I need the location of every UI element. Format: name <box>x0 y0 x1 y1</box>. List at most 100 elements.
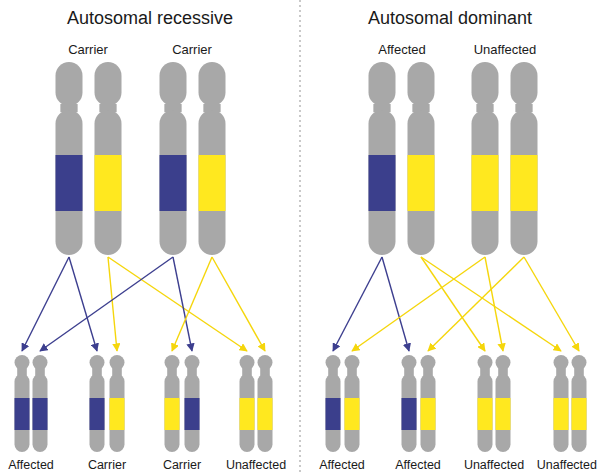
offspring-label: Unaffected <box>464 458 524 472</box>
chromosome-arm <box>472 110 499 255</box>
chromosome-arm <box>478 355 493 370</box>
chromosome-arm <box>472 62 499 106</box>
inheritance-arrow <box>40 257 173 351</box>
chromosome-arm <box>554 355 569 370</box>
chromosome-arm <box>56 110 83 255</box>
gene-band <box>56 155 83 211</box>
chromosome-arm <box>15 355 30 370</box>
gene-band <box>478 398 493 430</box>
chromosome-arm <box>56 62 83 106</box>
panel-title: Autosomal recessive <box>67 8 233 29</box>
chromosome <box>572 355 587 452</box>
chromosome-arm <box>258 374 273 452</box>
chromosome-arm <box>240 355 255 370</box>
inheritance-arrow <box>333 257 382 351</box>
gene-band <box>421 398 436 430</box>
offspring-label: Carrier <box>88 458 126 472</box>
chromosome-arm <box>15 374 30 452</box>
inheritance-arrow <box>69 257 97 351</box>
chromosome <box>240 355 255 452</box>
chromosome-arm <box>326 374 341 452</box>
gene-band <box>165 398 180 430</box>
parent-label: Carrier <box>172 43 212 58</box>
chromosome-arm <box>326 355 341 370</box>
chromosome <box>95 62 122 255</box>
chromosome-arm <box>185 374 200 452</box>
chromosome-arm <box>345 355 360 370</box>
chromosome-arm <box>199 62 226 106</box>
inheritance-arrow <box>173 257 192 351</box>
chromosome-arm <box>402 355 417 370</box>
chromosome-arm <box>258 355 273 370</box>
chromosome-arm <box>199 110 226 255</box>
parent-label: Unaffected <box>474 43 537 58</box>
chromosome <box>511 62 538 255</box>
gene-band <box>326 398 341 430</box>
chromosome <box>345 355 360 452</box>
chromosome-arm <box>160 110 187 255</box>
inheritance-arrow <box>485 257 503 351</box>
inheritance-arrow <box>421 257 561 351</box>
chromosome-arm <box>90 374 105 452</box>
gene-band <box>160 155 187 211</box>
chromosome-arm <box>165 355 180 370</box>
chromosome <box>165 355 180 452</box>
chromosome-arm <box>33 374 48 452</box>
offspring-label: Unaffected <box>537 458 597 472</box>
chromosome-arm <box>369 110 396 255</box>
chromosome <box>56 62 83 255</box>
chromosome-arm <box>90 355 105 370</box>
gene-band <box>110 398 125 430</box>
inheritance-arrow <box>212 257 265 351</box>
chromosome-arm <box>511 110 538 255</box>
gene-band <box>496 398 511 430</box>
inheritance-arrows <box>22 257 579 351</box>
chromosome <box>496 355 511 452</box>
chromosome-arm <box>402 374 417 452</box>
chromosome-arm <box>33 355 48 370</box>
chromosome <box>554 355 569 452</box>
chromosome-arm <box>421 374 436 452</box>
chromosome <box>478 355 493 452</box>
offspring-label: Carrier <box>163 458 201 472</box>
chromosome-arm <box>160 62 187 106</box>
panel-title: Autosomal dominant <box>368 8 532 29</box>
chromosome-arm <box>496 355 511 370</box>
gene-band <box>472 155 499 211</box>
gene-band <box>258 398 273 430</box>
offspring-label: Unaffected <box>226 458 286 472</box>
chromosome-arm <box>554 374 569 452</box>
inheritance-arrow <box>524 257 579 351</box>
chromosome-arm <box>95 62 122 106</box>
chromosome-arm <box>185 355 200 370</box>
chromosome-arm <box>110 374 125 452</box>
chromosome <box>160 62 187 255</box>
chromosome-arm <box>421 355 436 370</box>
chromosome-arm <box>408 110 435 255</box>
chromosome <box>369 62 396 255</box>
inheritance-arrow <box>428 257 524 351</box>
chromosome-arm <box>478 374 493 452</box>
chromosome <box>199 62 226 255</box>
chromosome <box>33 355 48 452</box>
gene-band <box>185 398 200 430</box>
chromosome <box>421 355 436 452</box>
parent-label: Affected <box>378 43 425 58</box>
gene-band <box>408 155 435 211</box>
inheritance-arrow <box>22 257 69 351</box>
chromosome <box>15 355 30 452</box>
gene-band <box>95 155 122 211</box>
gene-band <box>554 398 569 430</box>
chromosome <box>472 62 499 255</box>
gene-band <box>402 398 417 430</box>
inheritance-arrow <box>352 257 485 351</box>
chromosome-arm <box>511 62 538 106</box>
chromosome-arm <box>408 62 435 106</box>
chromosome <box>408 62 435 255</box>
chromosome-arm <box>496 374 511 452</box>
offspring-label: Affected <box>395 458 441 472</box>
gene-band <box>511 155 538 211</box>
gene-band <box>345 398 360 430</box>
inheritance-arrow <box>172 257 212 351</box>
